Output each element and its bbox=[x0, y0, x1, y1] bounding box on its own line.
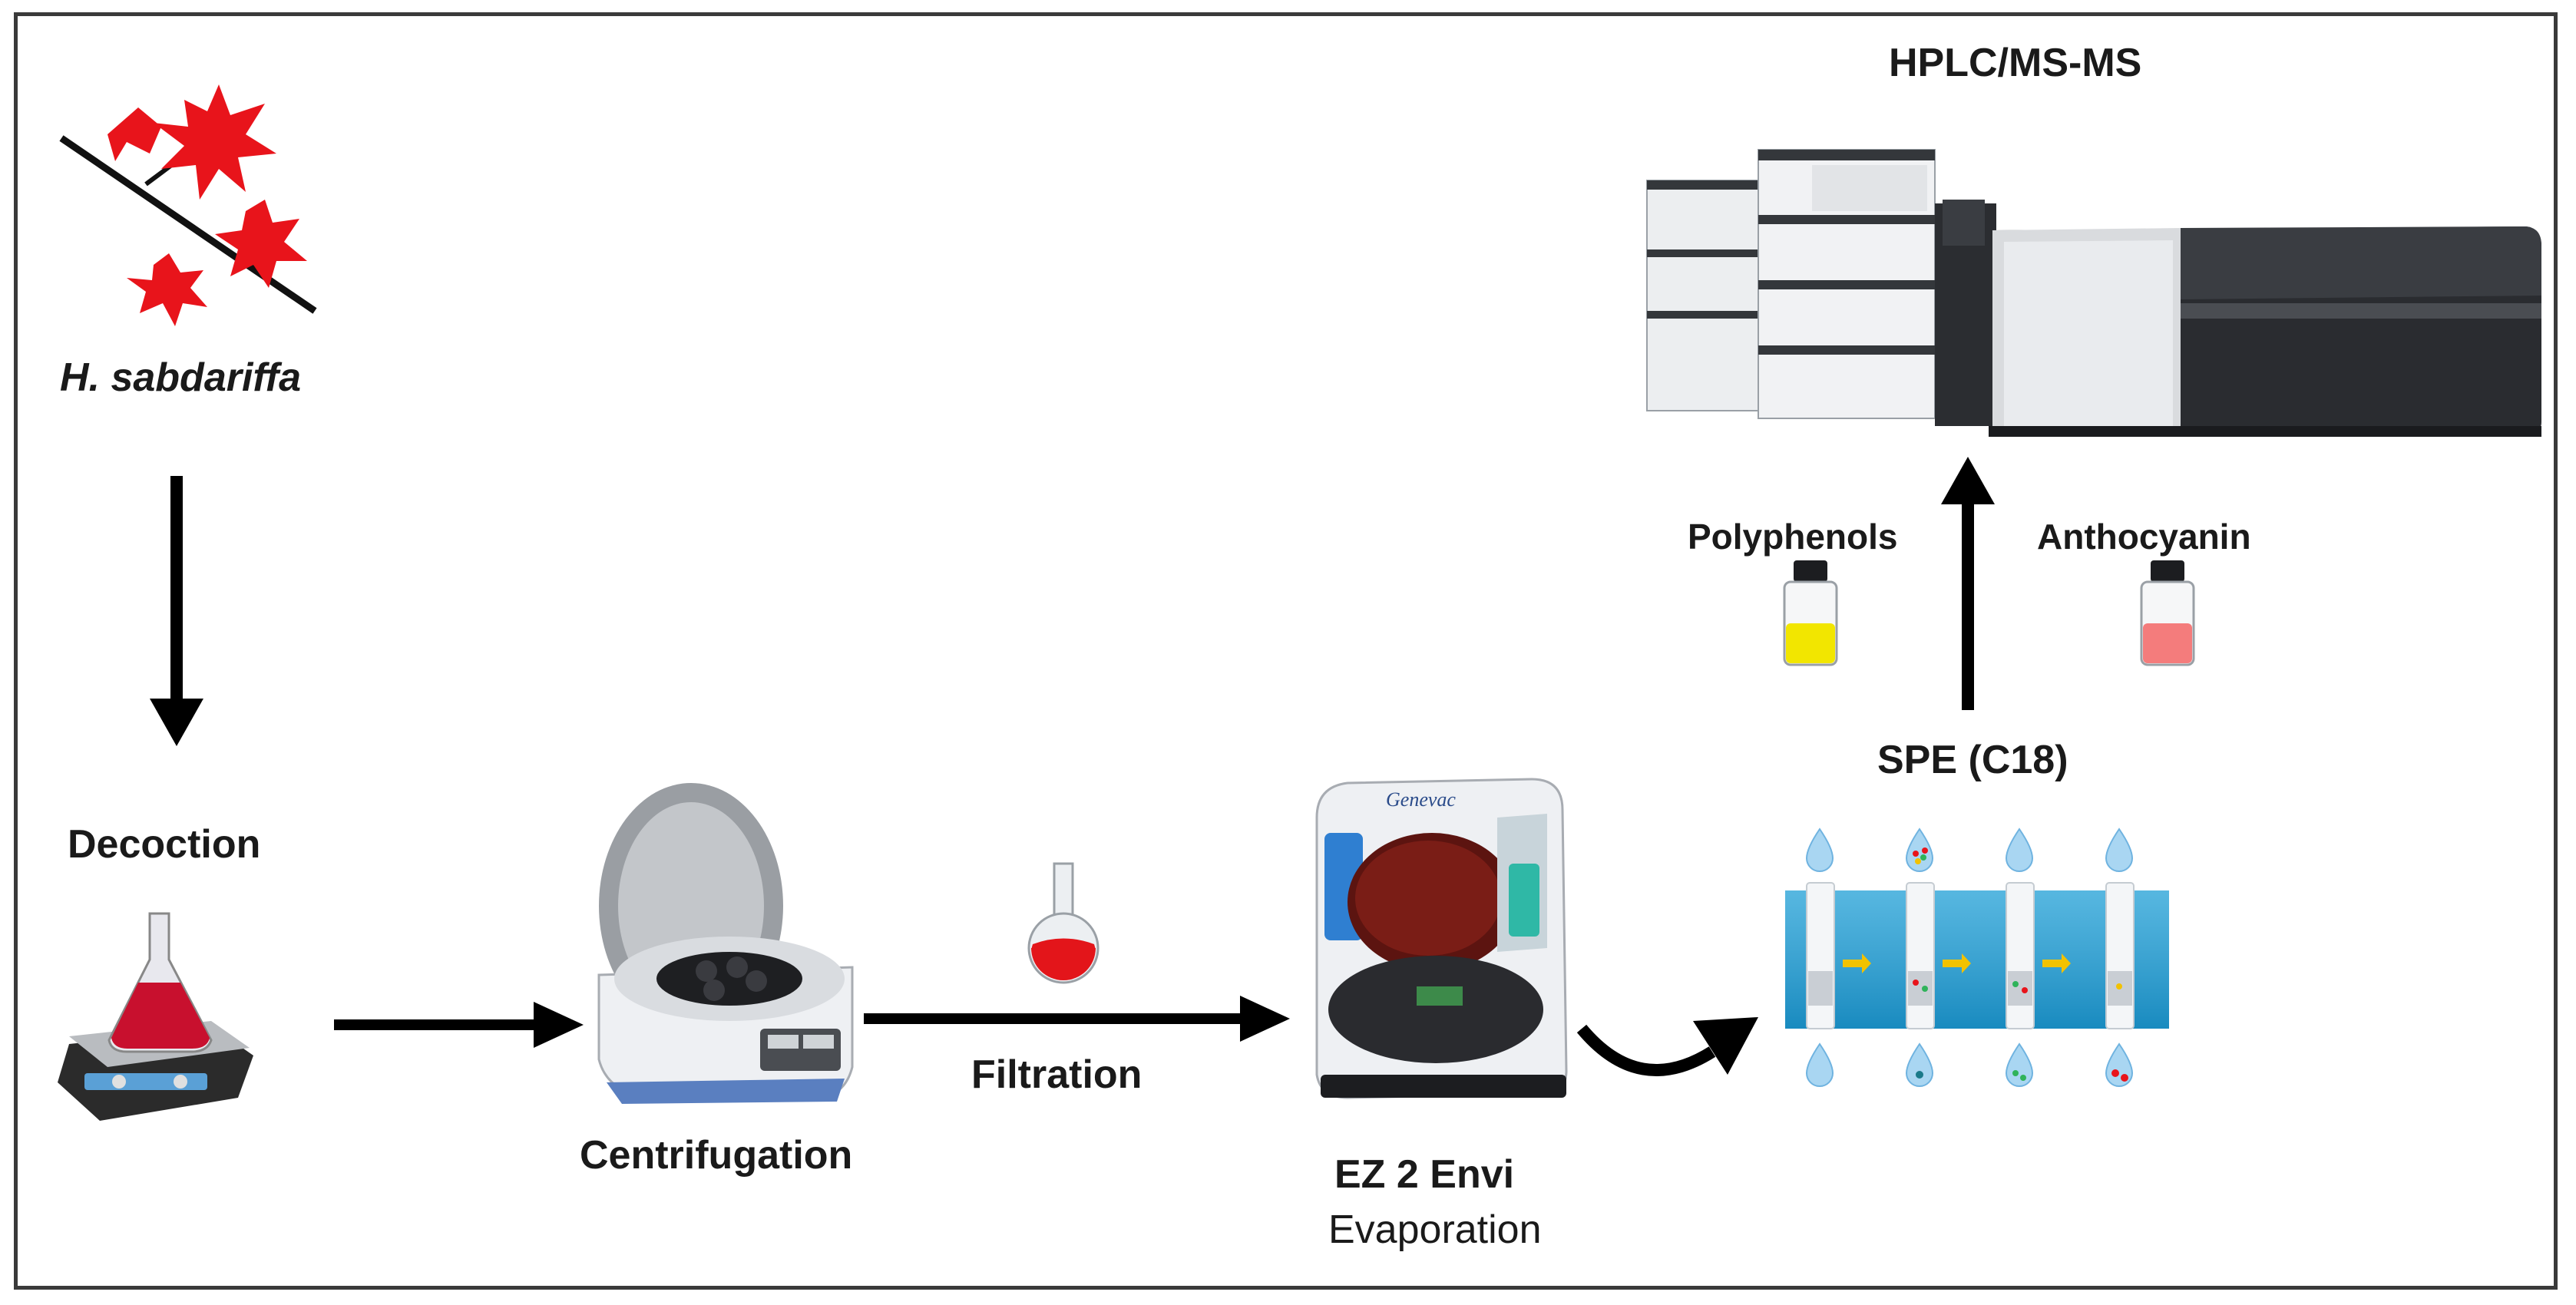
centrifugation-label: Centrifugation bbox=[580, 1133, 853, 1178]
curved-arrow-to-spe bbox=[1576, 1017, 1758, 1076]
hibiscus-plant-icon bbox=[59, 84, 317, 326]
plant-label: H. sabdariffa bbox=[60, 355, 302, 400]
hotplate-flask-icon bbox=[58, 912, 253, 1121]
evaporator-name-label: EZ 2 Envi bbox=[1334, 1152, 1515, 1197]
anthocyanin-label: Anthocyanin bbox=[2037, 517, 2251, 557]
spe-cartridges-icon bbox=[1785, 828, 2169, 1087]
hplc-label: HPLC/MS-MS bbox=[1889, 41, 2142, 85]
hplc-ms-instrument-icon bbox=[1646, 149, 2541, 437]
filtration-label: Filtration bbox=[971, 1052, 1143, 1097]
anthocyanin-vial-icon bbox=[2140, 560, 2195, 666]
decoction-label: Decoction bbox=[68, 822, 261, 867]
centrifuge-icon bbox=[597, 783, 854, 1104]
arrow-to-evaporation bbox=[864, 996, 1290, 1042]
polyphenols-vial-icon bbox=[1783, 560, 1838, 666]
spe-label: SPE (C18) bbox=[1877, 738, 2068, 782]
evaporator-icon: Genevac bbox=[1315, 778, 1568, 1099]
arrow-up-spe-to-hplc bbox=[1941, 457, 1995, 710]
polyphenols-label: Polyphenols bbox=[1688, 517, 1898, 557]
arrow-down-plant-to-decoction bbox=[150, 476, 203, 746]
figure-frame bbox=[14, 12, 2558, 1290]
evaporator-brand: Genevac bbox=[1386, 788, 1456, 811]
evaporation-label: Evaporation bbox=[1328, 1208, 1542, 1252]
arrow-to-centrifugation bbox=[334, 1002, 584, 1048]
volumetric-flask-icon bbox=[1027, 862, 1100, 984]
